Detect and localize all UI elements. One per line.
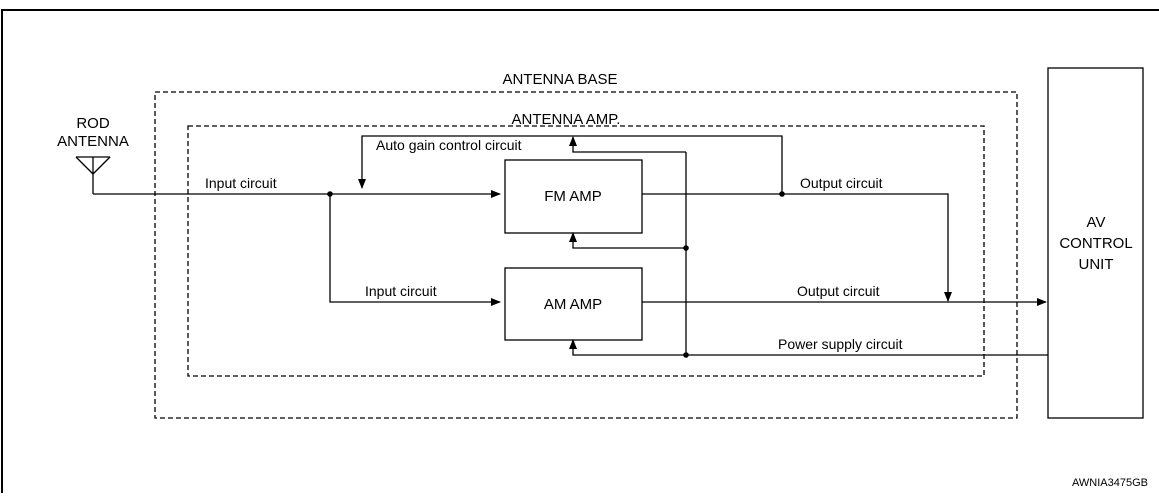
am-amp-box	[504, 267, 643, 341]
power-to-agc-line	[569, 136, 686, 153]
rod-antenna-label-line1: ROD	[76, 115, 110, 132]
antenna-base-box	[154, 91, 1018, 419]
av-control-unit-label-line2: CONTROL	[1059, 235, 1132, 252]
av-control-unit-box	[1047, 67, 1144, 419]
fm-amp-label: FM AMP	[544, 188, 602, 205]
rod-antenna-label-line2: ANTENNA	[57, 133, 129, 150]
figure-code: AWNIA3475GB	[1072, 477, 1148, 489]
av-control-unit-label-line3: UNIT	[1079, 256, 1114, 273]
fm-output-line	[642, 193, 952, 302]
av-control-unit-label-line1: AV	[1087, 214, 1106, 231]
input-circuit-fm-label: Input circuit	[205, 175, 277, 191]
antenna-amp-label: ANTENNA AMP.	[512, 111, 621, 128]
rod-antenna-icon	[75, 156, 111, 194]
agc-label: Auto gain control circuit	[376, 137, 522, 153]
power-supply-label: Power supply circuit	[778, 336, 903, 352]
power-to-fm-line	[569, 232, 686, 249]
input-circuit-am-label: Input circuit	[365, 283, 437, 299]
antenna-amp-box	[187, 125, 985, 377]
power-to-am-line	[569, 339, 686, 356]
am-amp-label: AM AMP	[544, 296, 602, 313]
antenna-base-label: ANTENNA BASE	[502, 71, 617, 88]
output-circuit-fm-label: Output circuit	[800, 175, 883, 191]
output-circuit-am-label: Output circuit	[797, 283, 880, 299]
am-input-line	[329, 194, 501, 306]
